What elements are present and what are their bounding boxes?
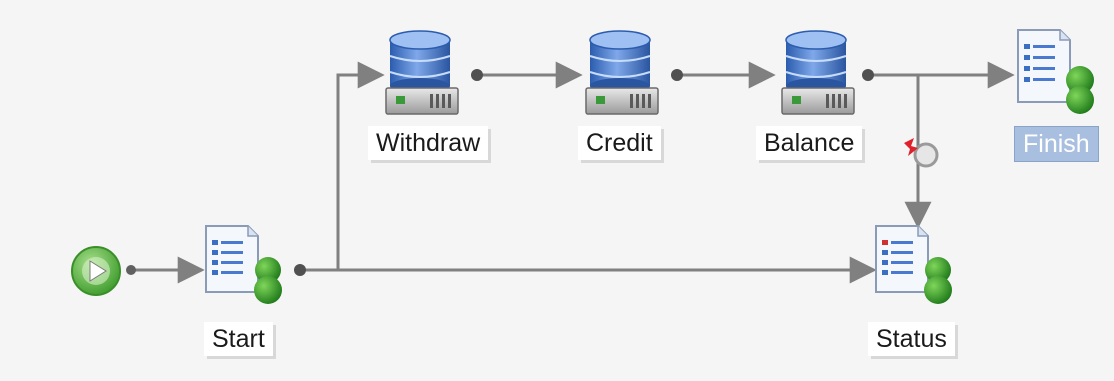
human-task-icon[interactable] (1017, 29, 1094, 114)
node-label-finish[interactable]: Finish (1014, 126, 1099, 162)
start-event-play-icon[interactable] (71, 246, 121, 296)
connector-dot-credit (671, 69, 683, 81)
node-label-credit[interactable]: Credit (578, 126, 661, 160)
connector-dot-balance (862, 69, 874, 81)
human-task-icon[interactable] (875, 225, 952, 304)
connector-start-to-withdraw (302, 61, 385, 272)
database-service-icon[interactable] (781, 30, 855, 115)
node-label-balance[interactable]: Balance (756, 126, 863, 160)
connector-dot-start (294, 264, 306, 276)
human-task-icon[interactable] (205, 225, 282, 304)
connector-balance-to-status (868, 73, 932, 229)
connector-dot-withdraw (471, 69, 483, 81)
error-boundary-icon[interactable] (904, 138, 939, 168)
connector-dot-start-event (126, 265, 136, 275)
node-label-start[interactable]: Start (204, 322, 273, 356)
database-service-icon[interactable] (385, 30, 459, 115)
node-label-withdraw[interactable]: Withdraw (368, 126, 489, 160)
node-label-status[interactable]: Status (868, 322, 955, 356)
database-service-icon[interactable] (585, 30, 659, 115)
